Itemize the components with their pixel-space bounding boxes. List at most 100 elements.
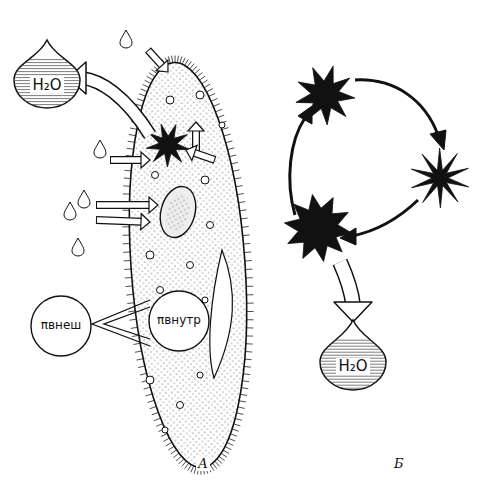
water-inflow-arrow <box>148 50 168 72</box>
cilium <box>202 80 208 84</box>
cilium <box>218 115 225 117</box>
cilium <box>197 73 203 77</box>
cilium <box>238 202 245 203</box>
cilium <box>124 260 131 261</box>
cilium <box>131 327 138 328</box>
contractile-vacuole <box>284 195 351 262</box>
cilium <box>124 170 131 172</box>
cilium <box>241 388 248 389</box>
expulsion-arrow <box>68 62 150 135</box>
cilium <box>230 434 237 436</box>
cilium <box>215 461 220 466</box>
cilium <box>229 155 236 157</box>
cilium <box>126 285 133 287</box>
cilium <box>229 438 236 441</box>
cilium <box>182 58 185 64</box>
cilium <box>127 148 134 150</box>
cilium <box>244 243 251 245</box>
cilium <box>221 453 227 457</box>
water-inflow-arrow <box>96 197 158 213</box>
cilium <box>126 294 133 296</box>
cilium <box>237 413 244 415</box>
pressure-circle: πвнутр <box>148 290 210 352</box>
cilium <box>223 450 229 454</box>
cilium <box>123 210 130 211</box>
cilium <box>199 76 205 80</box>
cilium <box>217 459 222 464</box>
cilium <box>166 442 172 446</box>
node-text: πвнеш <box>39 319 84 332</box>
cilium <box>228 148 235 150</box>
cilium <box>224 134 231 136</box>
cilium <box>211 98 217 101</box>
cilium <box>161 434 167 437</box>
node-text: πвнутр <box>155 314 203 327</box>
cilium <box>149 73 155 77</box>
drop-outline <box>318 318 388 392</box>
water-inflow-arrow <box>96 214 150 230</box>
less-than-sign <box>92 300 150 346</box>
cilium <box>213 463 217 469</box>
drop-outline <box>12 38 82 110</box>
water-inflow-arrow <box>110 152 150 168</box>
node-text: H₂O <box>336 358 369 375</box>
cilium <box>143 85 149 88</box>
cilium <box>246 286 253 287</box>
cilium <box>207 89 213 92</box>
cilium <box>238 407 245 409</box>
cilium <box>140 373 147 375</box>
cilium <box>138 366 145 368</box>
cilium <box>247 319 254 320</box>
cilium <box>123 185 130 186</box>
cilium <box>177 56 178 63</box>
cilium <box>147 76 153 80</box>
cilium <box>240 210 247 211</box>
cilium <box>163 438 169 441</box>
cilium <box>156 424 163 427</box>
cilium <box>236 186 243 187</box>
cilium <box>175 56 176 63</box>
cilium <box>123 235 130 236</box>
cilium <box>144 387 151 389</box>
cilium <box>209 93 215 96</box>
oral-groove <box>210 250 233 378</box>
cilium <box>210 465 214 471</box>
contractile-vacuole <box>296 66 355 125</box>
cilium <box>243 234 250 236</box>
cilium <box>150 407 157 409</box>
cilium <box>168 56 170 63</box>
cilium <box>123 252 130 253</box>
cilium <box>226 141 233 143</box>
cilium <box>235 419 242 421</box>
cilium <box>179 459 184 464</box>
cilium <box>225 447 231 450</box>
contractile-vacuole <box>411 148 468 208</box>
cilium <box>245 359 252 361</box>
cilium <box>239 401 246 402</box>
pressure-circle: πвнеш <box>30 295 92 357</box>
cilium <box>128 311 135 313</box>
cilium <box>185 463 189 469</box>
node-text: H₂O <box>30 77 63 94</box>
cilium <box>127 302 134 304</box>
cilium <box>124 178 131 180</box>
cilium <box>237 194 244 195</box>
cilium <box>134 343 141 344</box>
cilium <box>246 294 253 295</box>
cilium <box>141 89 148 92</box>
cilium <box>123 243 130 244</box>
cilium <box>125 277 132 279</box>
cilium <box>130 128 137 129</box>
cilium <box>247 311 254 312</box>
cilium <box>130 319 137 320</box>
cilium <box>124 269 131 271</box>
cilium <box>187 61 191 67</box>
cilium <box>180 57 182 64</box>
cilium <box>245 269 252 270</box>
cilium <box>128 141 135 142</box>
cilium <box>227 443 233 446</box>
cilium <box>244 366 251 368</box>
cilium <box>231 162 238 164</box>
panel-letter: Б <box>392 456 406 471</box>
cilium <box>246 343 253 344</box>
